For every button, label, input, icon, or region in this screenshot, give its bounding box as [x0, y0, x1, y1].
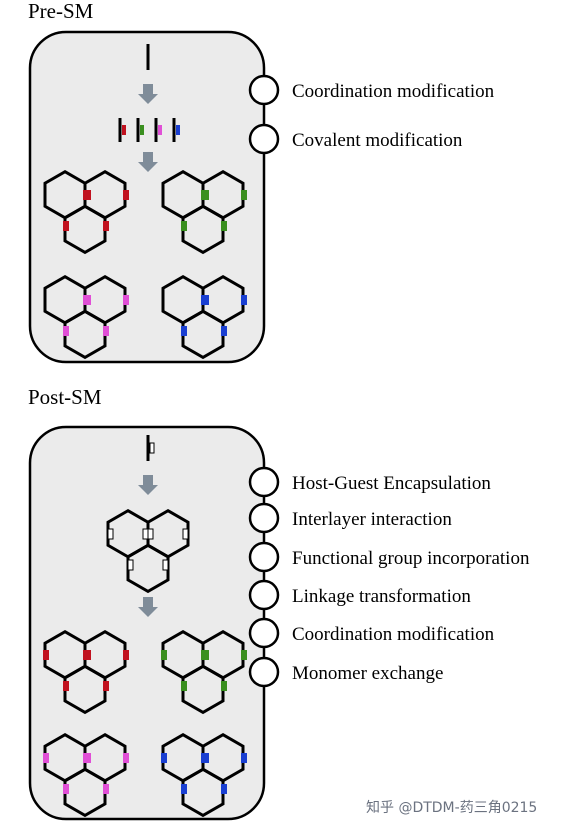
- post-sm-linker: [146, 435, 155, 461]
- post-sm-modification-list: Host-Guest Encapsulation Interlayer inte…: [248, 466, 530, 688]
- post-sm-title: Post-SM: [28, 385, 102, 409]
- post-sm-mod-node: [248, 617, 280, 649]
- pre-sm-mod-label: Coordination modification: [292, 81, 495, 102]
- pre-sm-framework-green: [161, 170, 247, 254]
- pre-sm-mod-node: [248, 123, 280, 155]
- post-sm-framework-green: [161, 630, 247, 714]
- post-sm-parent-framework: [106, 509, 190, 593]
- post-sm-framework-blue: [161, 733, 247, 817]
- post-sm-mod-node: [248, 579, 280, 611]
- post-sm-mod-node: [248, 541, 280, 573]
- post-sm-mod-label: Host-Guest Encapsulation: [292, 473, 491, 494]
- post-sm-mod-label: Coordination modification: [292, 624, 495, 645]
- pre-sm-framework-red: [43, 170, 129, 254]
- post-sm-mod-label: Interlayer interaction: [292, 509, 452, 530]
- functionalized-linkers: [118, 118, 180, 142]
- pre-sm-framework-blue: [161, 275, 247, 359]
- pre-sm-panel: [28, 30, 266, 364]
- pre-sm-framework-magenta: [43, 275, 129, 359]
- post-sm-mod-label: Functional group incorporation: [292, 548, 530, 569]
- watermark: 知乎 @DTDM-药三角0215: [366, 799, 537, 816]
- pre-sm-mod-label: Covalent modification: [292, 130, 463, 151]
- pre-sm-title: Pre-SM: [28, 0, 94, 23]
- post-sm-mod-node: [248, 656, 280, 688]
- post-sm-mod-node: [248, 502, 280, 534]
- pre-sm-mod-node: [248, 74, 280, 106]
- post-sm-framework-magenta: [43, 733, 129, 817]
- post-sm-framework-red: [43, 630, 129, 714]
- post-sm-mod-label: Monomer exchange: [292, 663, 443, 684]
- pre-sm-modification-list: Coordination modification Covalent modif…: [248, 74, 495, 155]
- post-sm-mod-node: [248, 466, 280, 498]
- post-sm-mod-label: Linkage transformation: [292, 586, 471, 607]
